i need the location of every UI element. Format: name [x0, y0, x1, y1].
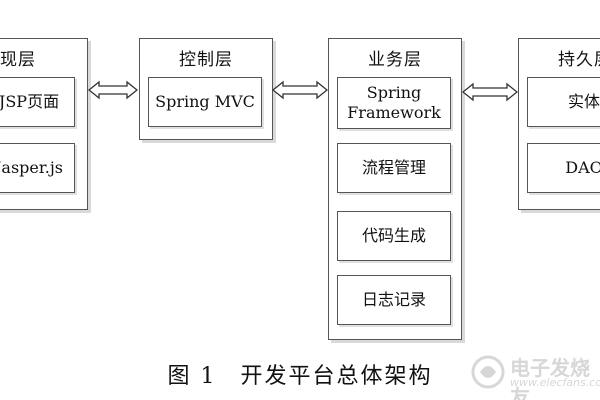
code-generation-label: 代码生成	[361, 226, 426, 245]
presentation-layer-title: 表现层	[0, 50, 36, 70]
persistence-layer: 持久层 实体 DAO	[518, 38, 600, 210]
presentation-layer: 表现层 JSP页面 Jasper.js	[0, 38, 88, 210]
spring-framework-box: Spring Framework	[337, 77, 451, 129]
watermark-text-cn: 电子发烧友	[510, 356, 590, 400]
dao-label: DAO	[565, 158, 600, 177]
watermark-text-en: www.elecfans.com	[510, 376, 600, 389]
figure-caption: 图 1 开发平台总体架构	[167, 364, 433, 389]
logging-label: 日志记录	[361, 290, 426, 309]
process-management-label: 流程管理	[361, 158, 426, 177]
control-layer-title: 控制层	[179, 50, 233, 70]
business-layer: 业务层 Spring Framework 流程管理 代码生成 日志记录	[328, 38, 462, 340]
spring-mvc-label: Spring MVC	[155, 92, 255, 111]
jsp-page-box: JSP页面	[0, 77, 75, 127]
double-arrow-control-business	[272, 80, 328, 100]
code-generation-box: 代码生成	[337, 211, 451, 261]
persistence-layer-title: 持久层	[558, 50, 600, 70]
logging-box: 日志记录	[337, 275, 451, 325]
dao-box: DAO	[527, 143, 600, 193]
entity-box: 实体	[527, 77, 600, 127]
process-management-box: 流程管理	[337, 143, 451, 193]
jsp-page-label: JSP页面	[0, 92, 60, 111]
control-layer: 控制层 Spring MVC	[139, 38, 273, 140]
jasper-js-label: Jasper.js	[0, 158, 64, 177]
elecfans-logo-icon	[471, 355, 505, 389]
spring-mvc-box: Spring MVC	[148, 77, 262, 127]
jasper-js-box: Jasper.js	[0, 143, 75, 193]
double-arrow-presentation-control	[88, 80, 138, 100]
spring-framework-label: Spring Framework	[347, 83, 441, 122]
entity-label: 实体	[567, 92, 600, 111]
watermark-logo: 电子发烧友 www.elecfans.com	[470, 350, 600, 400]
business-layer-title: 业务层	[368, 50, 422, 70]
double-arrow-business-persistence	[462, 82, 518, 102]
